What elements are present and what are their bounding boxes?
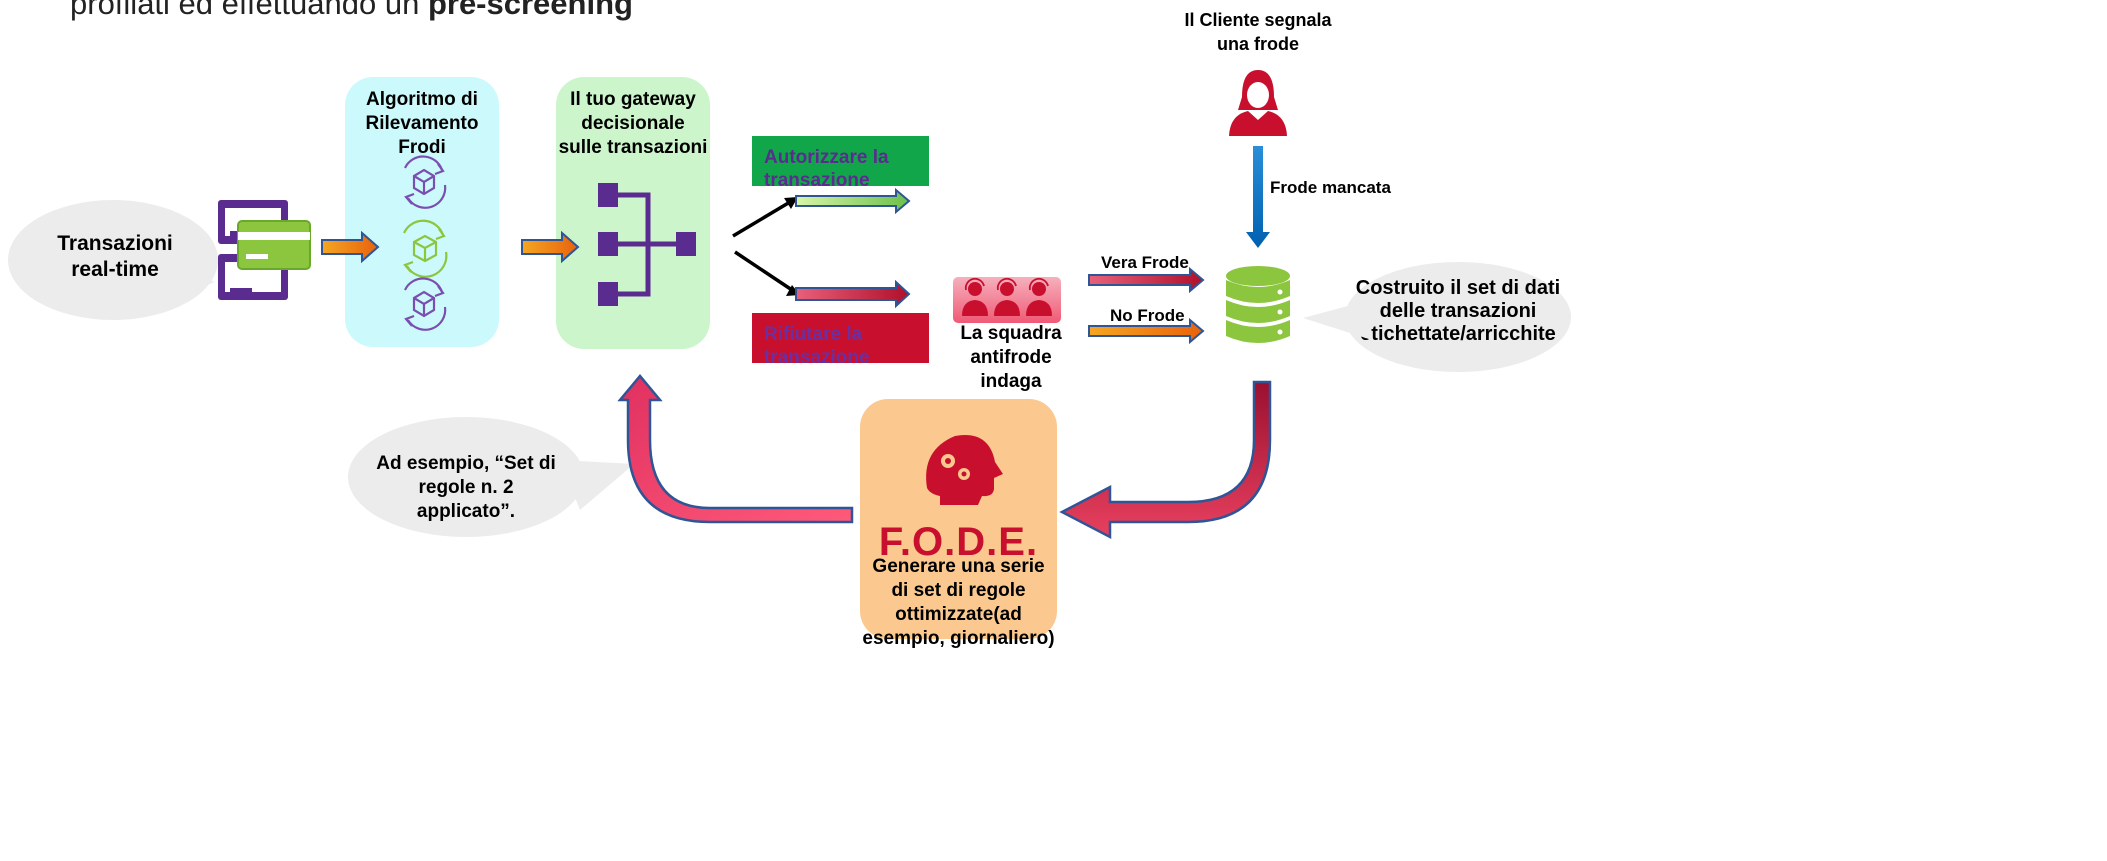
reject-output-arrow	[795, 279, 911, 309]
team-label: La squadra antifrode indaga	[960, 323, 1062, 392]
missed-fraud-arrow	[1246, 146, 1270, 248]
customer-label: Il Cliente segnala una frode	[1184, 10, 1332, 54]
cycle-box-icon-bottom	[404, 277, 447, 331]
authorize-box: Autorizzare la transazione	[752, 136, 929, 191]
heading-bold-text: pre-screening	[427, 0, 633, 21]
gateway-panel	[556, 77, 710, 349]
authorize-branch-arrow	[732, 197, 798, 238]
input-arrow	[321, 230, 380, 264]
customer-icon	[1229, 70, 1287, 136]
reject-branch-arrow	[734, 250, 800, 296]
reject-label: Rifiutare la transazione	[764, 324, 870, 368]
brain-gears-icon	[926, 435, 1003, 505]
page-heading: profilati ed effettuando un pre-screenin…	[70, 0, 633, 22]
cycle-box-icon-middle	[402, 219, 448, 278]
heading-text: profilati ed effettuando un	[70, 0, 428, 21]
transactions-bubble-label: Transazioni real-time	[57, 232, 173, 281]
dataset-bubble	[1345, 262, 1571, 372]
missed-fraud-label: Frode mancata	[1270, 178, 1391, 197]
decision-tree-icon	[598, 183, 696, 306]
reject-box: Rifiutare la transazione	[752, 313, 929, 368]
true-fraud-arrow	[1088, 266, 1205, 294]
no-fraud-label: No Frode	[1110, 306, 1185, 325]
dataset-bubble-tail	[1303, 300, 1372, 340]
database-icon	[1226, 266, 1290, 343]
authorize-label: Autorizzare la transazione	[764, 147, 889, 191]
fode-description: Generare una serie di set di regole otti…	[862, 556, 1055, 649]
algorithm-to-gateway-arrow	[521, 230, 580, 264]
dataset-to-fode-arrow	[1059, 380, 1272, 540]
authorize-output-arrow	[795, 187, 911, 215]
no-fraud-arrow	[1088, 317, 1205, 345]
transactions-bubble	[8, 200, 218, 320]
fode-title: F.O.D.E.	[878, 520, 1039, 564]
example-bubble-label: Ad esempio, “Set di regole n. 2 applicat…	[376, 453, 556, 522]
fode-to-gateway-arrow	[617, 374, 854, 524]
fraud-team-icon	[953, 277, 1061, 323]
transactions-bubble-tail	[160, 262, 215, 298]
cycle-box-icon-top	[404, 155, 447, 209]
credit-card-icon	[237, 220, 311, 270]
true-fraud-label: Vera Frode	[1101, 253, 1189, 272]
dataset-bubble-label: Costruito il set di dati delle transazio…	[1355, 277, 1561, 345]
gateway-label: Il tuo gateway decisionale sulle transaz…	[558, 89, 708, 158]
algorithm-label: Algoritmo di Rilevamento Frodi	[365, 89, 479, 158]
example-bubble	[348, 417, 584, 537]
example-bubble-tail	[560, 460, 634, 510]
